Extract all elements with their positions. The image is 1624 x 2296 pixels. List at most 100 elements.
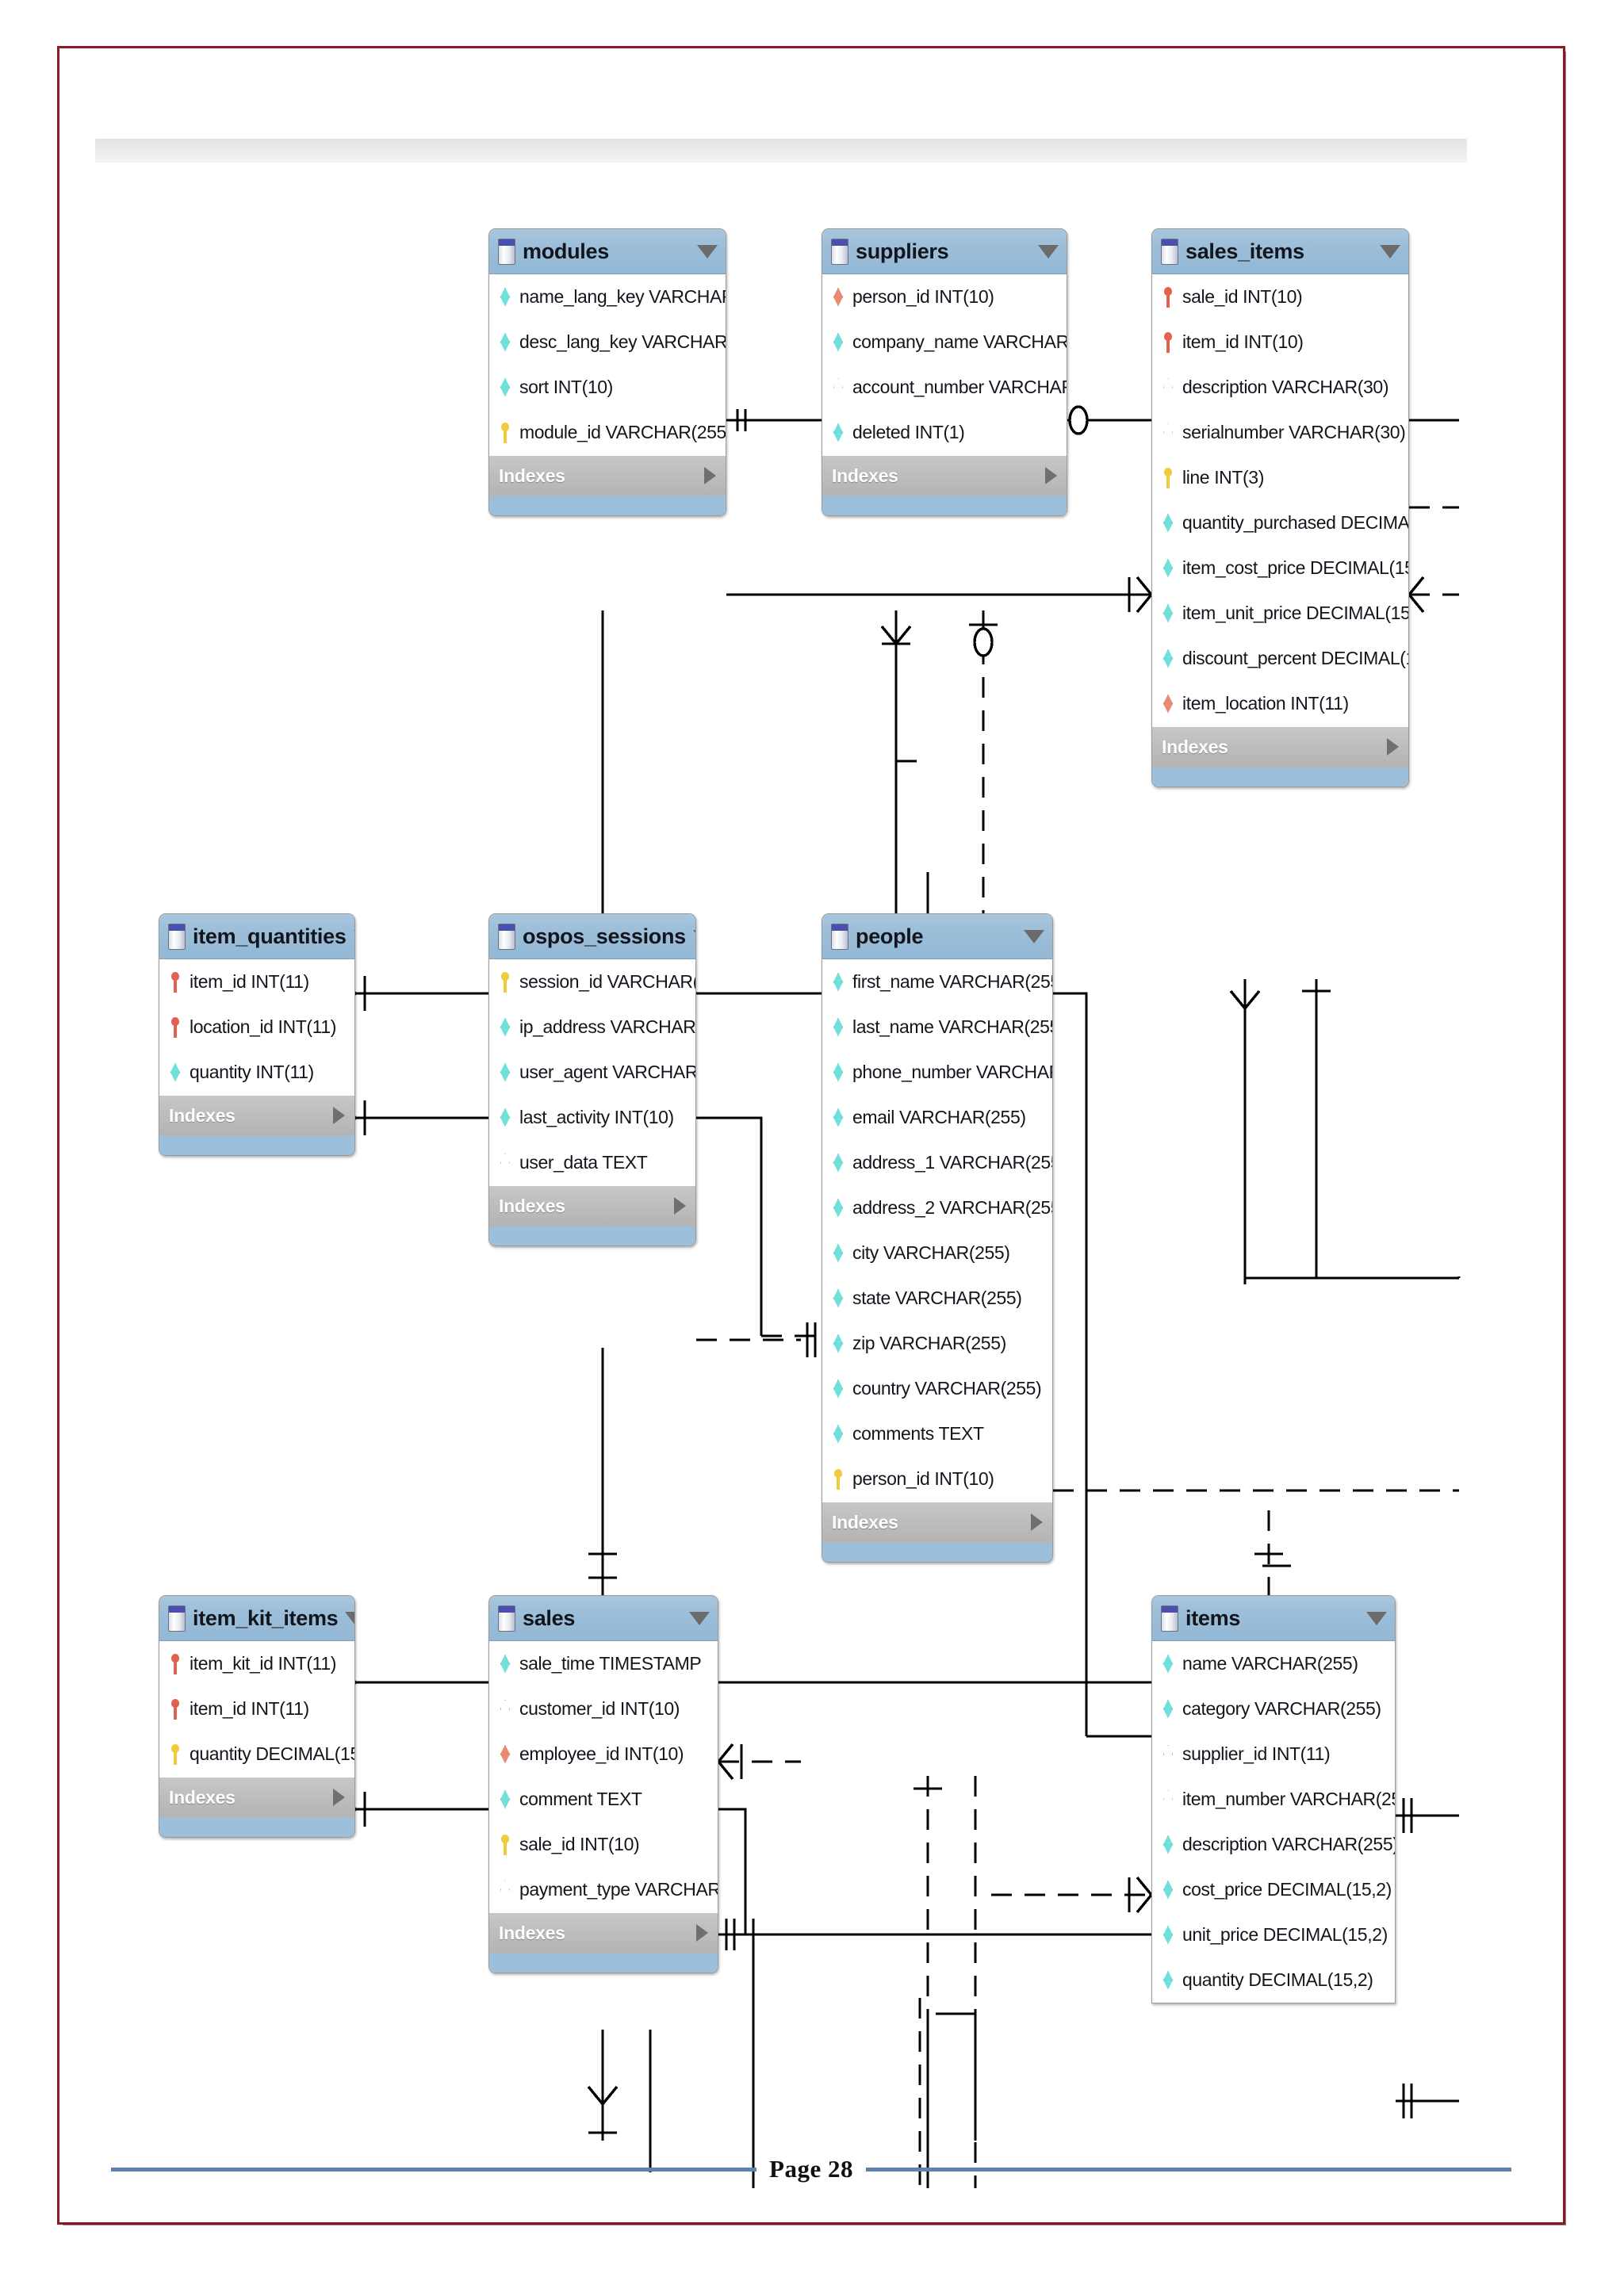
- table-header-suppliers[interactable]: suppliers: [822, 229, 1067, 274]
- table-column[interactable]: name VARCHAR(255): [1152, 1641, 1395, 1686]
- table-column[interactable]: item_cost_price DECIMAL(15,2): [1152, 545, 1408, 591]
- table-column[interactable]: session_id VARCHAR(40): [489, 959, 695, 1004]
- table-column[interactable]: quantity DECIMAL(15,2): [1152, 1957, 1395, 2003]
- expand-right-icon[interactable]: [696, 1924, 708, 1942]
- table-column[interactable]: line INT(3): [1152, 455, 1408, 500]
- table-header-items[interactable]: items: [1152, 1596, 1395, 1641]
- table-column[interactable]: cost_price DECIMAL(15,2): [1152, 1867, 1395, 1912]
- expand-right-icon[interactable]: [333, 1789, 345, 1806]
- table-column[interactable]: first_name VARCHAR(255): [822, 959, 1052, 1004]
- table-column[interactable]: module_id VARCHAR(255): [489, 410, 726, 455]
- table-column[interactable]: state VARCHAR(255): [822, 1276, 1052, 1321]
- table-column[interactable]: city VARCHAR(255): [822, 1230, 1052, 1276]
- table-column[interactable]: quantity DECIMAL(15,2): [159, 1732, 354, 1777]
- table-column[interactable]: email VARCHAR(255): [822, 1095, 1052, 1140]
- table-column[interactable]: item_kit_id INT(11): [159, 1641, 354, 1686]
- table-column[interactable]: discount_percent DECIMAL(15,2): [1152, 636, 1408, 681]
- table-header-sales[interactable]: sales: [489, 1596, 718, 1641]
- table-column[interactable]: quantity INT(11): [159, 1050, 354, 1095]
- chevron-down-icon[interactable]: [1380, 244, 1400, 258]
- table-column[interactable]: sale_time TIMESTAMP: [489, 1641, 718, 1686]
- table-column[interactable]: location_id INT(11): [159, 1004, 354, 1050]
- table-column[interactable]: user_agent VARCHAR(120): [489, 1050, 695, 1095]
- chevron-down-icon[interactable]: [1038, 244, 1059, 258]
- table-column[interactable]: description VARCHAR(255): [1152, 1822, 1395, 1867]
- table-column[interactable]: comment TEXT: [489, 1777, 718, 1822]
- table-column[interactable]: country VARCHAR(255): [822, 1366, 1052, 1411]
- table-column[interactable]: employee_id INT(10): [489, 1732, 718, 1777]
- table-column[interactable]: name_lang_key VARCHAR(255): [489, 274, 726, 320]
- table-column[interactable]: phone_number VARCHAR(255): [822, 1050, 1052, 1095]
- table-column[interactable]: address_2 VARCHAR(255): [822, 1185, 1052, 1230]
- table-header-people[interactable]: people: [822, 914, 1052, 959]
- table-column[interactable]: ip_address VARCHAR(45): [489, 1004, 695, 1050]
- table-column[interactable]: last_activity INT(10): [489, 1095, 695, 1140]
- table-column[interactable]: zip VARCHAR(255): [822, 1321, 1052, 1366]
- table-column[interactable]: person_id INT(10): [822, 1456, 1052, 1502]
- table-header-modules[interactable]: modules: [489, 229, 726, 274]
- table-header-item_kit_items[interactable]: item_kit_items: [159, 1596, 354, 1641]
- indexes-bar-item_kit_items[interactable]: Indexes: [159, 1777, 354, 1817]
- table-column[interactable]: account_number VARCHAR(255): [822, 365, 1067, 410]
- table-column[interactable]: last_name VARCHAR(255): [822, 1004, 1052, 1050]
- indexes-bar-item_quantities[interactable]: Indexes: [159, 1095, 354, 1135]
- indexes-bar-sales[interactable]: Indexes: [489, 1912, 718, 1953]
- table-column[interactable]: user_data TEXT: [489, 1140, 695, 1185]
- chevron-down-icon[interactable]: [345, 1611, 354, 1625]
- table-column[interactable]: unit_price DECIMAL(15,2): [1152, 1912, 1395, 1957]
- chevron-down-icon[interactable]: [689, 1611, 710, 1625]
- table-column[interactable]: category VARCHAR(255): [1152, 1686, 1395, 1732]
- table-column[interactable]: comments TEXT: [822, 1411, 1052, 1456]
- expand-right-icon[interactable]: [1031, 1513, 1043, 1531]
- table-column[interactable]: supplier_id INT(11): [1152, 1732, 1395, 1777]
- table-column[interactable]: payment_type VARCHAR(512): [489, 1867, 718, 1912]
- chevron-down-icon[interactable]: [692, 929, 695, 943]
- chevron-down-icon[interactable]: [1366, 1611, 1387, 1625]
- table-column[interactable]: item_id INT(11): [159, 1686, 354, 1732]
- chevron-down-icon[interactable]: [353, 929, 354, 943]
- table-column[interactable]: sale_id INT(10): [1152, 274, 1408, 320]
- column-label: country VARCHAR(255): [852, 1378, 1042, 1399]
- indexes-bar-suppliers[interactable]: Indexes: [822, 455, 1067, 496]
- expand-right-icon[interactable]: [704, 467, 716, 484]
- table-column[interactable]: desc_lang_key VARCHAR(255): [489, 320, 726, 365]
- table-header-sales_items[interactable]: sales_items: [1152, 229, 1408, 274]
- table-header-item_quantities[interactable]: item_quantities: [159, 914, 354, 959]
- table-column[interactable]: deleted INT(1): [822, 410, 1067, 455]
- table-column[interactable]: customer_id INT(10): [489, 1686, 718, 1732]
- table-column[interactable]: item_number VARCHAR(255): [1152, 1777, 1395, 1822]
- table-column[interactable]: item_id INT(10): [1152, 320, 1408, 365]
- expand-right-icon[interactable]: [333, 1107, 345, 1124]
- expand-right-icon[interactable]: [674, 1197, 686, 1215]
- table-column[interactable]: item_unit_price DECIMAL(15,2): [1152, 591, 1408, 636]
- expand-right-icon[interactable]: [1045, 467, 1057, 484]
- indexes-bar-modules[interactable]: Indexes: [489, 455, 726, 496]
- table-header-ospos_sessions[interactable]: ospos_sessions: [489, 914, 695, 959]
- indexes-bar-ospos_sessions[interactable]: Indexes: [489, 1185, 695, 1226]
- chevron-down-icon[interactable]: [697, 244, 718, 258]
- table-column[interactable]: address_1 VARCHAR(255): [822, 1140, 1052, 1185]
- table-column[interactable]: quantity_purchased DECIMAL(15,2): [1152, 500, 1408, 545]
- table-column[interactable]: item_location INT(11): [1152, 681, 1408, 726]
- table-column[interactable]: item_id INT(11): [159, 959, 354, 1004]
- table-column[interactable]: serialnumber VARCHAR(30): [1152, 410, 1408, 455]
- indexes-bar-people[interactable]: Indexes: [822, 1502, 1052, 1542]
- indexes-bar-sales_items[interactable]: Indexes: [1152, 726, 1408, 767]
- table-column[interactable]: person_id INT(10): [822, 274, 1067, 320]
- table-column[interactable]: sale_id INT(10): [489, 1822, 718, 1867]
- table-column[interactable]: company_name VARCHAR(255): [822, 320, 1067, 365]
- chevron-down-icon[interactable]: [1024, 929, 1044, 943]
- expand-right-icon[interactable]: [1387, 738, 1399, 756]
- table-column[interactable]: sort INT(10): [489, 365, 726, 410]
- table-column[interactable]: description VARCHAR(30): [1152, 365, 1408, 410]
